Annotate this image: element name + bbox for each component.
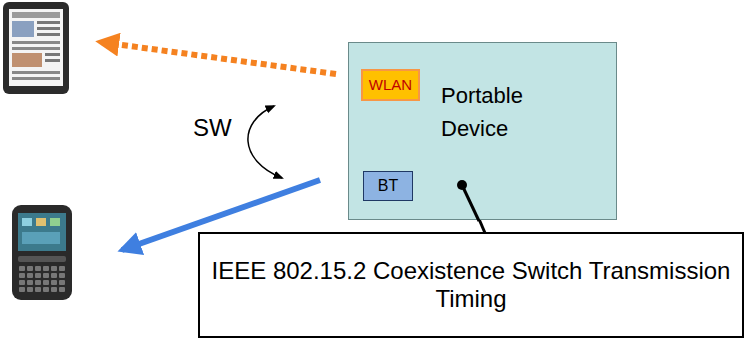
wlan-link-arrow	[100, 42, 336, 74]
node-text: BT	[374, 177, 402, 195]
wlan-module: WLAN	[361, 69, 420, 101]
tablet-icon	[3, 2, 69, 94]
node-text: IEEE 802.15.2 Coexistence Switch Transmi…	[200, 257, 742, 312]
bt-module: BT	[363, 171, 413, 201]
switch-label: SW	[193, 114, 232, 142]
node-text: WLAN	[365, 76, 416, 93]
switch-arrow	[248, 106, 282, 178]
callout-box: IEEE 802.15.2 Coexistence Switch Transmi…	[198, 232, 744, 338]
device-box: Portable Device WLAN BT	[348, 42, 617, 220]
node-text: Portable Device	[441, 79, 591, 145]
leader-line	[479, 219, 485, 233]
phone-icon	[12, 205, 72, 300]
anchor-dot	[457, 180, 467, 190]
